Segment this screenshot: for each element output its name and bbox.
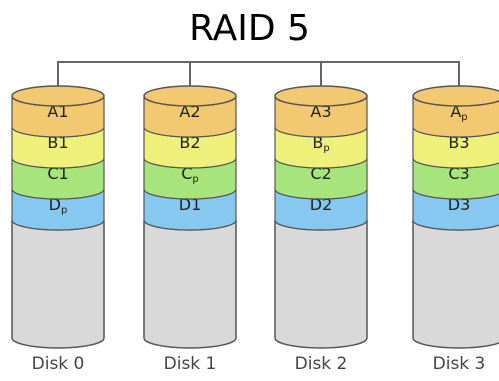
block-label: C3 xyxy=(448,164,469,183)
block-label: B1 xyxy=(47,133,68,152)
block-label: C1 xyxy=(47,164,68,183)
disk-1-top-cap xyxy=(143,85,237,107)
disk-1-free-space xyxy=(143,219,237,349)
disk-label-3: Disk 3 xyxy=(432,354,486,374)
disk-3-top-cap xyxy=(412,85,499,107)
disk-3-free-space xyxy=(412,219,499,349)
block-label: A3 xyxy=(310,102,331,121)
disk-0-top-cap xyxy=(11,85,105,107)
block-label: B2 xyxy=(179,133,200,152)
block-label: D3 xyxy=(448,195,471,214)
block-label: A1 xyxy=(47,102,68,121)
disk-2-top-cap xyxy=(274,85,368,107)
disk-0-free-space xyxy=(11,219,105,349)
connector-bus xyxy=(57,61,460,86)
diagram-title: RAID 5 xyxy=(189,8,310,49)
disk-label-0: Disk 0 xyxy=(31,354,85,374)
block-label: D1 xyxy=(179,195,202,214)
block-label: C2 xyxy=(310,164,331,183)
disk-label-2: Disk 2 xyxy=(294,354,348,374)
disk-label-1: Disk 1 xyxy=(163,354,217,374)
block-label: B3 xyxy=(448,133,469,152)
block-label: A2 xyxy=(179,102,200,121)
disk-2-free-space xyxy=(274,219,368,349)
connector-lines xyxy=(57,61,460,86)
block-label: D2 xyxy=(310,195,333,214)
